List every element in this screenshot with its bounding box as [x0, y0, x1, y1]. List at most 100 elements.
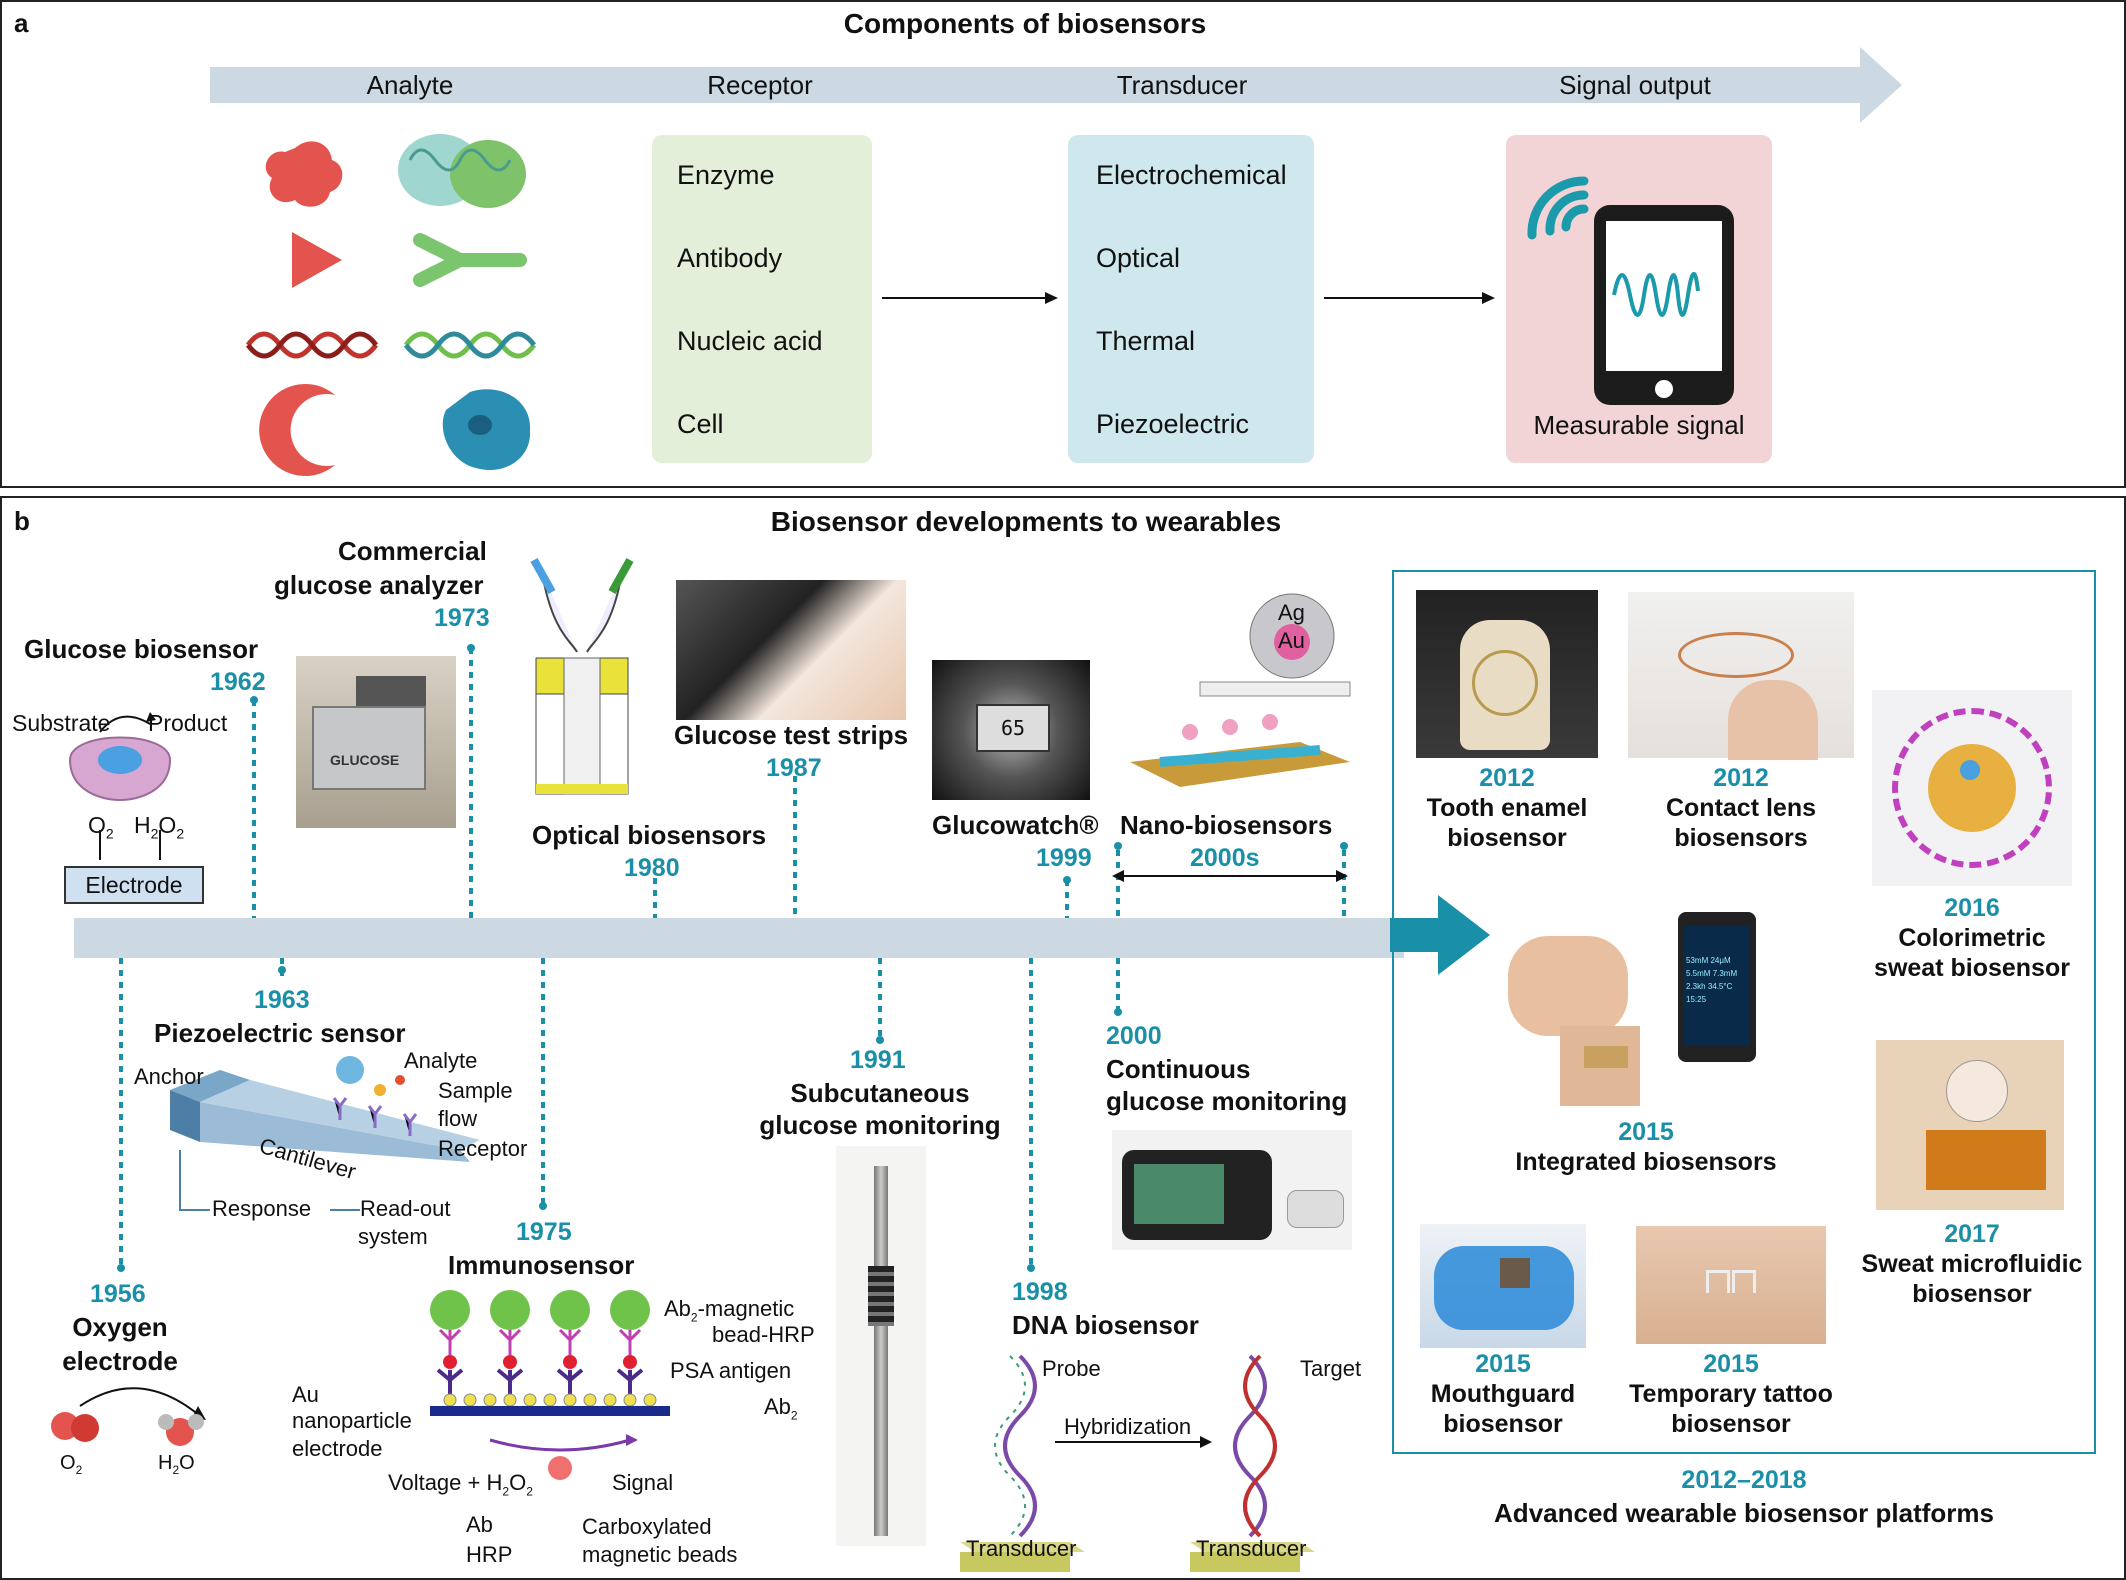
- smartphone-signal-icon: [1527, 176, 1734, 405]
- receptor-item: Antibody: [677, 243, 783, 273]
- event-year: 1956: [90, 1280, 146, 1308]
- event-year: 1987: [766, 754, 822, 782]
- triangle-analyte-icon: [292, 232, 342, 288]
- event-title: glucose monitoring: [1106, 1086, 1348, 1116]
- wearable-year: 2015: [1475, 1350, 1531, 1378]
- psa-antigen-label: PSA antigen: [670, 1358, 792, 1383]
- wearable-title: Colorimetric: [1898, 924, 2046, 952]
- event-year: 2000: [1106, 1022, 1162, 1050]
- event-year: 1973: [434, 604, 490, 632]
- transducer-item: Optical: [1096, 243, 1181, 273]
- wearable-title: sweat biosensor: [1874, 954, 2070, 982]
- wearable-year: 2015: [1703, 1350, 1759, 1378]
- sample-label: Sample: [438, 1078, 513, 1103]
- event-title: Nano-biosensors: [1120, 810, 1333, 840]
- event-year: 1975: [516, 1218, 572, 1246]
- immunosensor-diagram: [430, 1290, 670, 1480]
- wearables-frame: [1392, 570, 2096, 1454]
- ab2-label: Ab2: [764, 1394, 798, 1423]
- event-title: Subcutaneous: [790, 1078, 970, 1108]
- panel-a: [0, 0, 2126, 488]
- phone-reading: 5.5mM: [1686, 969, 1711, 978]
- oxygen-o2-label: O2: [60, 1452, 83, 1477]
- event-year: 1962: [210, 668, 266, 696]
- contact-lens-photo: [1628, 592, 1854, 760]
- glucose-meter-photo: [676, 580, 906, 720]
- panel-a-label: a: [14, 8, 29, 38]
- oxygen-reaction-icon: [51, 1387, 206, 1446]
- tooth-enamel-photo: [1416, 590, 1598, 758]
- receptor-label: Receptor: [438, 1136, 528, 1161]
- h2o2-label: H2O2: [134, 812, 185, 842]
- sweat-microfluidic-photo: [1876, 1040, 2064, 1210]
- event-title: Optical biosensors: [532, 820, 767, 850]
- panel-b-label: b: [14, 506, 30, 536]
- tattoo-photo: [1636, 1226, 1826, 1344]
- panel-a-title: Components of biosensors: [843, 8, 1207, 39]
- stage-transducer: Transducer: [1116, 70, 1248, 100]
- event-title: Glucose test strips: [674, 720, 909, 750]
- legend-ab-label: Ab: [466, 1512, 493, 1537]
- o2-label: O2: [88, 812, 114, 842]
- dna-probe-diagram: [960, 1354, 1315, 1572]
- electrode-label: Electrode: [85, 872, 183, 898]
- enzyme-structure-icon: [398, 134, 526, 208]
- wearable-year: 2012: [1713, 764, 1769, 792]
- mouthguard-photo: [1420, 1224, 1586, 1348]
- target-label: Target: [1300, 1356, 1362, 1381]
- stage-signal-output: Signal output: [1559, 70, 1711, 100]
- transducer-label: Transducer: [1196, 1536, 1307, 1561]
- transducer-label: Transducer: [966, 1536, 1077, 1561]
- phone-reading: 34.5°C: [1707, 982, 1733, 991]
- wearable-title: biosensor: [1447, 824, 1567, 852]
- wearable-title: Temporary tattoo: [1629, 1380, 1833, 1408]
- stage-receptor: Receptor: [707, 70, 813, 100]
- wearable-title: Tooth enamel: [1426, 794, 1588, 822]
- wearable-title: biosensor: [1443, 1410, 1563, 1438]
- legend-beads-label-2: magnetic beads: [582, 1542, 738, 1567]
- event-title: Continuous: [1106, 1054, 1251, 1084]
- phone-readings: 53mM 24μM 5.5mM 7.3mM 2.3kh 34.5°C 15:25: [1686, 954, 1748, 1006]
- event-title: glucose analyzer: [274, 570, 484, 600]
- system-label: system: [358, 1224, 428, 1249]
- phone-reading: 15:25: [1686, 995, 1707, 1004]
- event-year: 1998: [1012, 1278, 1068, 1306]
- wearable-title: Integrated biosensors: [1515, 1148, 1777, 1176]
- subcutaneous-sensor-photo: [836, 1146, 926, 1546]
- receptor-box: [652, 135, 872, 463]
- cell-icon: [442, 389, 531, 471]
- arrow-transducer-to-signal: [1324, 292, 1495, 304]
- phone-reading: 7.3mM: [1712, 969, 1738, 978]
- flow-label: flow: [438, 1106, 478, 1131]
- au-electrode-label-2: nanoparticle: [292, 1408, 412, 1433]
- nano-biosensor-diagram: [1130, 593, 1351, 787]
- stage-analyte: Analyte: [366, 70, 454, 100]
- glucose-substrate-label: Substrate: [12, 710, 111, 736]
- cantilever-diagram: [170, 1056, 480, 1211]
- event-year: 1980: [624, 854, 680, 882]
- crescent-icon: [259, 384, 335, 476]
- legend-beads-label-1: Carboxylated: [582, 1514, 712, 1539]
- receptor-item: Enzyme: [677, 160, 775, 190]
- analyte-protein-icon: [265, 141, 343, 207]
- integrated-biosensor-photo: [1500, 906, 1760, 1112]
- glucose-analyzer-photo: GLUCOSE: [296, 656, 456, 828]
- event-title: glucose monitoring: [759, 1110, 1001, 1140]
- transducer-item: Electrochemical: [1096, 160, 1287, 190]
- wearable-title: Mouthguard: [1430, 1380, 1576, 1408]
- arrow-receptor-to-transducer: [882, 292, 1058, 304]
- hybridization-label: Hybridization: [1064, 1414, 1192, 1439]
- receptor-item: Cell: [677, 409, 724, 439]
- event-title: Immunosensor: [448, 1250, 635, 1280]
- timeline-arrow-head: [1390, 895, 1490, 975]
- colorimetric-sensor-photo: [1872, 690, 2072, 886]
- panel-b-title: Biosensor developments to wearables: [770, 506, 1282, 537]
- glucowatch-photo: 65: [932, 660, 1090, 800]
- event-title: Glucose biosensor: [24, 634, 259, 664]
- wearable-year: 2017: [1944, 1220, 2000, 1248]
- transducer-item: Thermal: [1096, 326, 1196, 356]
- ab2-bead-label: Ab2-magnetic: [664, 1296, 795, 1325]
- wearable-year: 2016: [1944, 894, 2000, 922]
- event-year: 2000s: [1190, 844, 1260, 872]
